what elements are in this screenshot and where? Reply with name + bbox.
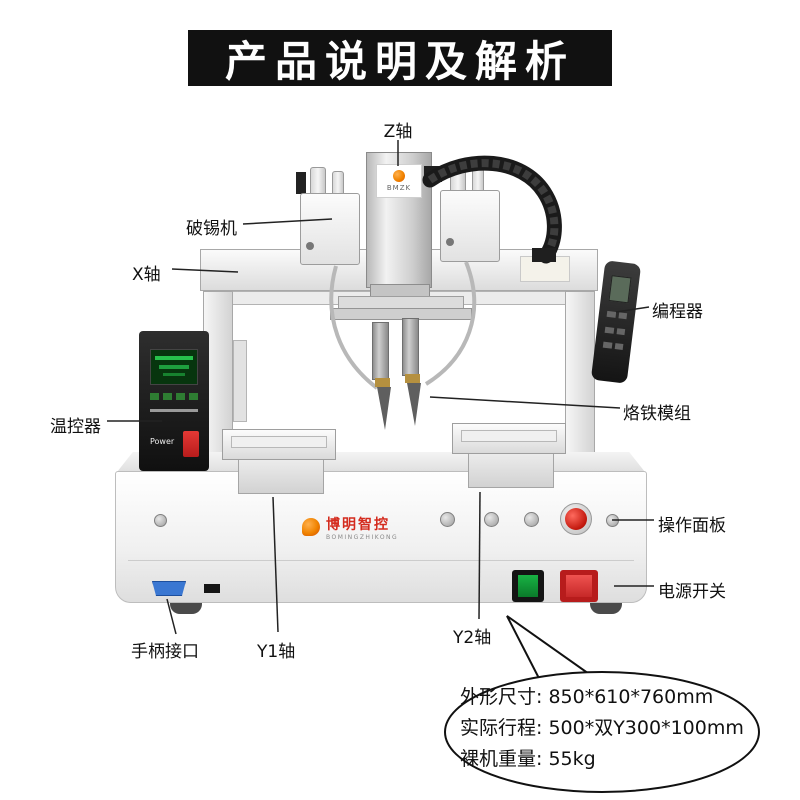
brand-logo-icon — [302, 518, 320, 536]
left-head-knob — [306, 242, 314, 250]
cable-chain-links — [427, 159, 559, 259]
controller-label-bar — [150, 409, 198, 412]
controller-power-switch — [183, 431, 199, 457]
callout-tin-breaker: 破锡机 — [186, 219, 237, 239]
callout-y1-axis: Y1轴 — [257, 642, 296, 662]
right-head-knob — [446, 238, 454, 246]
right-iron-tip — [407, 383, 421, 426]
line-y1-axis — [272, 496, 279, 633]
head-brand-text: BMZK — [386, 184, 412, 192]
panel-button-1 — [440, 512, 455, 527]
callout-x-axis: X轴 — [132, 265, 161, 285]
spec-bubble-text: 外形尺寸: 850*610*760mm 实际行程: 500*双Y300*100m… — [460, 682, 744, 775]
brand-name-en: BOMINGZHIKONG — [326, 533, 399, 541]
right-iron-wire — [424, 261, 477, 386]
brand-name-cn: 博明智控 — [326, 516, 390, 533]
screen-text-line — [159, 365, 189, 369]
line-y2-axis — [478, 491, 481, 620]
line-x-axis — [171, 268, 239, 273]
front-logo: 博明智控 BOMINGZHIKONG — [302, 506, 412, 548]
panel-button-left — [154, 514, 167, 527]
controller-button — [189, 393, 198, 400]
column-bracket — [233, 340, 247, 422]
panel-button-2 — [484, 512, 499, 527]
page-title: 产品说明及解析 — [224, 36, 575, 86]
controller-power-label: Power — [150, 437, 175, 446]
left-iron-collar — [375, 378, 390, 387]
red-power-switch — [566, 575, 592, 597]
controller-button — [163, 393, 172, 400]
base-front — [115, 471, 647, 603]
controller-button — [176, 393, 185, 400]
callout-programmer: 编程器 — [652, 302, 703, 322]
left-iron-tip — [377, 387, 391, 430]
screen-text-line — [163, 373, 185, 376]
usb-port — [204, 584, 220, 593]
callout-operation-panel: 操作面板 — [658, 516, 726, 536]
brand-logo-text: 博明智控 BOMINGZHIKONG — [326, 514, 398, 541]
spec-weight: 裸机重量: 55kg — [460, 748, 596, 770]
callout-handle-port: 手柄接口 — [131, 642, 199, 662]
controller-button — [150, 393, 159, 400]
y1-rail-front — [238, 458, 324, 494]
line-iron-module — [429, 396, 621, 409]
head-brand-icon — [393, 170, 405, 182]
panel-button-3 — [524, 512, 539, 527]
emergency-stop-button — [565, 508, 587, 530]
temperature-controller: Power — [139, 331, 209, 471]
y1-mount-plate — [231, 436, 327, 448]
head-brand-plate: BMZK — [376, 164, 422, 198]
right-iron-collar — [405, 374, 420, 383]
spec-dimensions: 外形尺寸: 850*610*760mm — [460, 686, 714, 708]
left-head-connector — [296, 172, 306, 194]
callout-z-axis: Z轴 — [383, 122, 413, 142]
cable-chain-end — [532, 248, 556, 262]
callout-iron-module: 烙铁模组 — [623, 404, 691, 424]
callout-power-switch: 电源开关 — [658, 582, 726, 602]
title-banner: 产品说明及解析 — [188, 30, 612, 86]
callout-temp-controller: 温控器 — [50, 417, 101, 437]
callout-y2-axis: Y2轴 — [453, 628, 492, 648]
line-tin-breaker — [242, 218, 333, 225]
controller-buttons — [150, 393, 198, 400]
y2-mount-plate — [461, 430, 557, 442]
line-handle-port — [166, 598, 177, 635]
base-crease — [128, 560, 634, 561]
line-programmer — [615, 306, 650, 313]
spec-travel: 实际行程: 500*双Y300*100mm — [460, 717, 744, 739]
screen-text-line — [155, 356, 193, 360]
tin-breaker-left-head — [300, 193, 360, 265]
left-iron-wire — [329, 265, 379, 390]
green-power-switch — [518, 575, 538, 597]
controller-screen — [150, 349, 198, 385]
callout-lines — [107, 140, 654, 635]
tin-breaker-right-head — [440, 190, 500, 262]
speech-bubble — [444, 671, 760, 793]
